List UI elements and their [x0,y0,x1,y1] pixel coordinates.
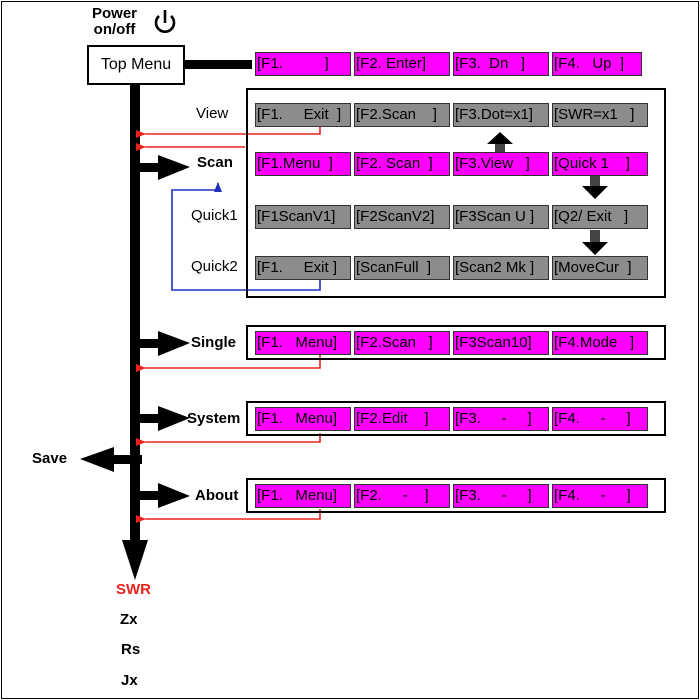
single-key-f1[interactable]: [F1. Menu] [255,331,351,355]
scan-key-f4[interactable]: [Quick 1 ] [552,152,648,176]
view-key-f3[interactable]: [F3.Dot=x1] [453,103,549,127]
branch-arrow-about [138,483,190,508]
branch-arrow-system [138,406,190,431]
power-icon [154,10,176,33]
quick2-label: Quick2 [191,258,238,275]
power-label-line2: on/off [93,21,136,38]
power-label: Power on/off [92,6,137,38]
view-key-f1[interactable]: [F1. Exit ] [255,103,351,127]
save-label: Save [32,450,68,467]
top-menu-box[interactable]: Top Menu [87,45,185,85]
view-up-arrow [487,132,513,154]
system-menu-box [246,401,666,436]
about-key-f4[interactable]: [F4. - ] [552,484,648,508]
return-arrow-system [136,433,321,446]
quick2-return-arrow [171,182,321,291]
save-arrow [80,447,142,472]
view-key-f2[interactable]: [F2.Scan ] [354,103,450,127]
view-label: View [196,105,229,122]
scan-key-f3[interactable]: [F3.View ] [453,152,549,176]
about-menu-box [246,478,666,513]
scan-label: Scan [197,154,233,171]
system-label: System [187,410,241,427]
top-menu-key-f2[interactable]: [F2. Enter] [354,52,450,76]
about-label: About [195,487,239,504]
system-key-f4[interactable]: [F4. - ] [552,407,648,431]
quick2-down-arrow [582,230,608,255]
system-key-f3[interactable]: [F3. - ] [453,407,549,431]
trunk-arrowhead [122,540,148,580]
single-label: Single [191,334,237,351]
system-key-f2[interactable]: [F2.Edit ] [354,407,450,431]
mode-zx: Zx [120,611,138,628]
top-menu-key-f3[interactable]: [F3. Dn ] [453,52,549,76]
main-trunk [130,85,140,540]
branch-arrow-single [138,331,190,356]
system-key-f1[interactable]: [F1. Menu] [255,407,351,431]
mode-rs: Rs [121,641,141,658]
quick1-key-f1[interactable]: [F1ScanV1] [255,205,351,229]
top-menu-key-f1[interactable]: [F1. ] [255,52,351,76]
quick1-key-f2[interactable]: [F2ScanV2] [354,205,450,229]
quick1-down-arrow [582,176,608,199]
quick1-key-f3[interactable]: [F3Scan U ] [453,205,549,229]
scan-key-f2[interactable]: [F2. Scan ] [354,152,450,176]
scan-submenu-box [246,88,666,298]
return-arrow-view-exit [136,127,321,138]
top-menu-connector [185,60,252,69]
quick1-key-f4[interactable]: [Q2/ Exit ] [552,205,648,229]
quick2-key-f2[interactable]: [ScanFull ] [354,256,450,280]
quick2-key-f3[interactable]: [Scan2 Mk ] [453,256,549,280]
quick2-key-f1[interactable]: [F1. Exit ] [255,256,351,280]
mode-jx: Jx [121,672,138,689]
top-menu-key-f4[interactable]: [F4. Up ] [552,52,642,76]
single-key-f4[interactable]: [F4.Mode ] [552,331,648,355]
quick2-key-f4[interactable]: [MoveCur ] [552,256,648,280]
single-key-f2[interactable]: [F2.Scan ] [354,331,450,355]
about-key-f2[interactable]: [F2. - ] [354,484,450,508]
power-label-line1: Power [92,5,138,22]
about-key-f3[interactable]: [F3. - ] [453,484,549,508]
mode-swr: SWR [116,581,151,598]
quick1-label: Quick1 [191,207,238,224]
single-key-f3[interactable]: [F3Scan10] [453,331,549,355]
branch-arrow-scan [138,155,190,180]
single-menu-box [246,325,666,360]
view-key-f4[interactable]: [SWR=x1 ] [552,103,648,127]
about-key-f1[interactable]: [F1. Menu] [255,484,351,508]
scan-key-f1[interactable]: [F1.Menu ] [255,152,351,176]
